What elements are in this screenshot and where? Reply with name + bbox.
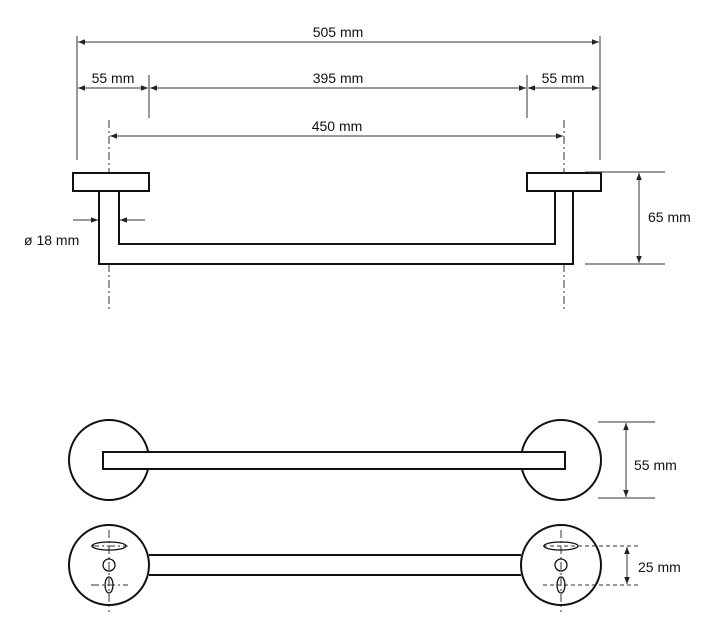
top-view: 55 mm <box>68 419 677 501</box>
label-center-distance: 450 mm <box>312 118 363 134</box>
bar-profile <box>98 190 574 265</box>
label-hole-spacing: 25 mm <box>638 559 681 575</box>
right-flange <box>526 172 602 192</box>
label-tube-diameter: ø 18 mm <box>24 232 79 248</box>
back-view: 25 mm <box>68 524 681 612</box>
left-mount-holes <box>68 524 150 612</box>
bar-top <box>102 451 566 470</box>
label-left-flange: 55 mm <box>92 70 135 86</box>
right-mount-holes <box>520 524 640 612</box>
label-projection: 65 mm <box>648 209 691 225</box>
label-right-flange: 55 mm <box>542 70 585 86</box>
label-bar-span: 395 mm <box>313 70 364 86</box>
label-flange-diameter: 55 mm <box>634 457 677 473</box>
front-view: 505 mm 55 mm 395 mm 55 mm 450 mm ø 18 mm… <box>24 24 691 312</box>
left-flange <box>72 172 150 192</box>
label-overall-width: 505 mm <box>313 24 364 40</box>
